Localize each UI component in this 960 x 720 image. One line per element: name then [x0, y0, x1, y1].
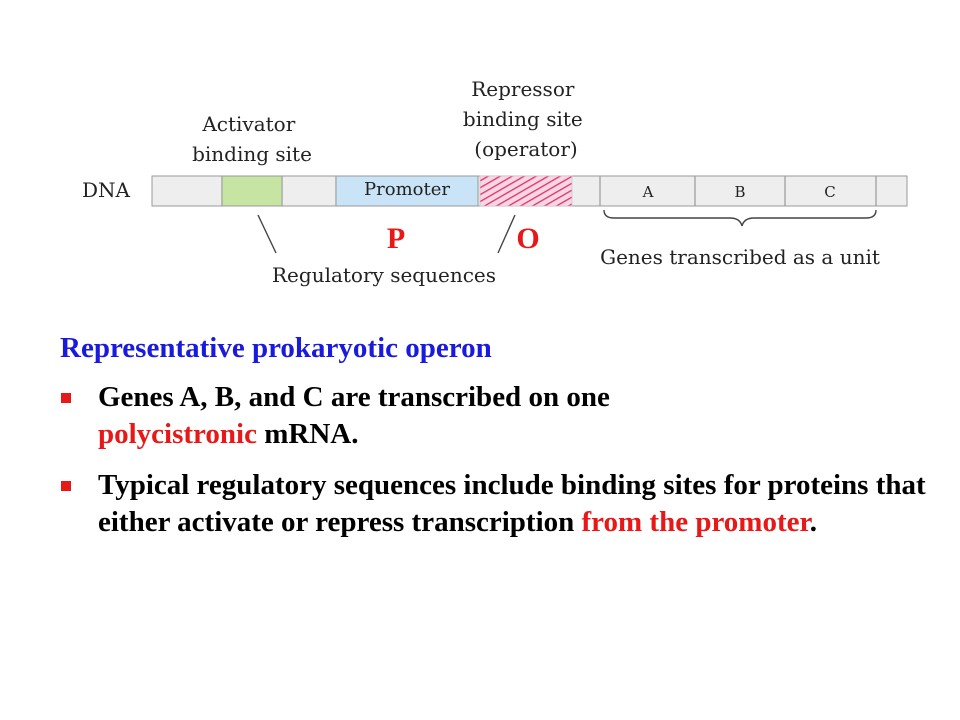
bullet-square-icon	[61, 481, 71, 491]
operator-o-label: O	[516, 222, 539, 255]
slide-heading: Representative prokaryotic operon	[60, 332, 492, 364]
gene-a-label: A	[642, 183, 654, 201]
bullet-square-icon	[61, 393, 71, 403]
operator-segment	[479, 175, 573, 207]
bullet1-highlight: polycistronic	[98, 418, 257, 450]
repressor-label-line2: binding site	[463, 107, 583, 131]
regulatory-pointer-left	[257, 214, 277, 254]
bullet1-tail: mRNA.	[256, 418, 359, 450]
dna-label: DNA	[82, 178, 131, 202]
repressor-label-line3: (operator)	[474, 137, 577, 161]
promoter-label: Promoter	[364, 179, 450, 200]
bullet1-text: Genes A, B, and C are transcribed on one	[98, 381, 610, 413]
gene-c-label: C	[824, 183, 835, 201]
regulatory-pointer-right	[497, 214, 516, 254]
activator-site	[221, 175, 283, 207]
bullet2-highlight: from the promoter	[581, 506, 810, 538]
promoter-segment	[335, 175, 479, 207]
bullet2-text: Typical regulatory sequences include bin…	[98, 469, 926, 538]
repressor-label-line1: Repressor	[471, 77, 575, 101]
promoter-p-label: P	[387, 222, 405, 255]
bullet-item-2: Typical regulatory sequences include bin…	[60, 467, 930, 541]
bullet2-tail: .	[809, 506, 817, 538]
activator-label-line2: binding site	[192, 142, 312, 166]
bullet-item-1: Genes A, B, and C are transcribed on one…	[60, 379, 930, 453]
operon-diagram: DNA Promoter A B C Activator binding sit…	[82, 77, 908, 287]
activator-label-line1: Activator	[201, 112, 295, 136]
genes-unit-label: Genes transcribed as a unit	[600, 245, 880, 269]
repressor-label: Repressor binding site (operator)	[463, 77, 589, 161]
text-block: Representative prokaryotic operon Genes …	[60, 330, 930, 555]
regulatory-label: Regulatory sequences	[272, 263, 496, 287]
genes-brace	[603, 209, 877, 227]
activator-label: Activator binding site	[192, 112, 312, 166]
gene-b-label: B	[734, 183, 745, 201]
